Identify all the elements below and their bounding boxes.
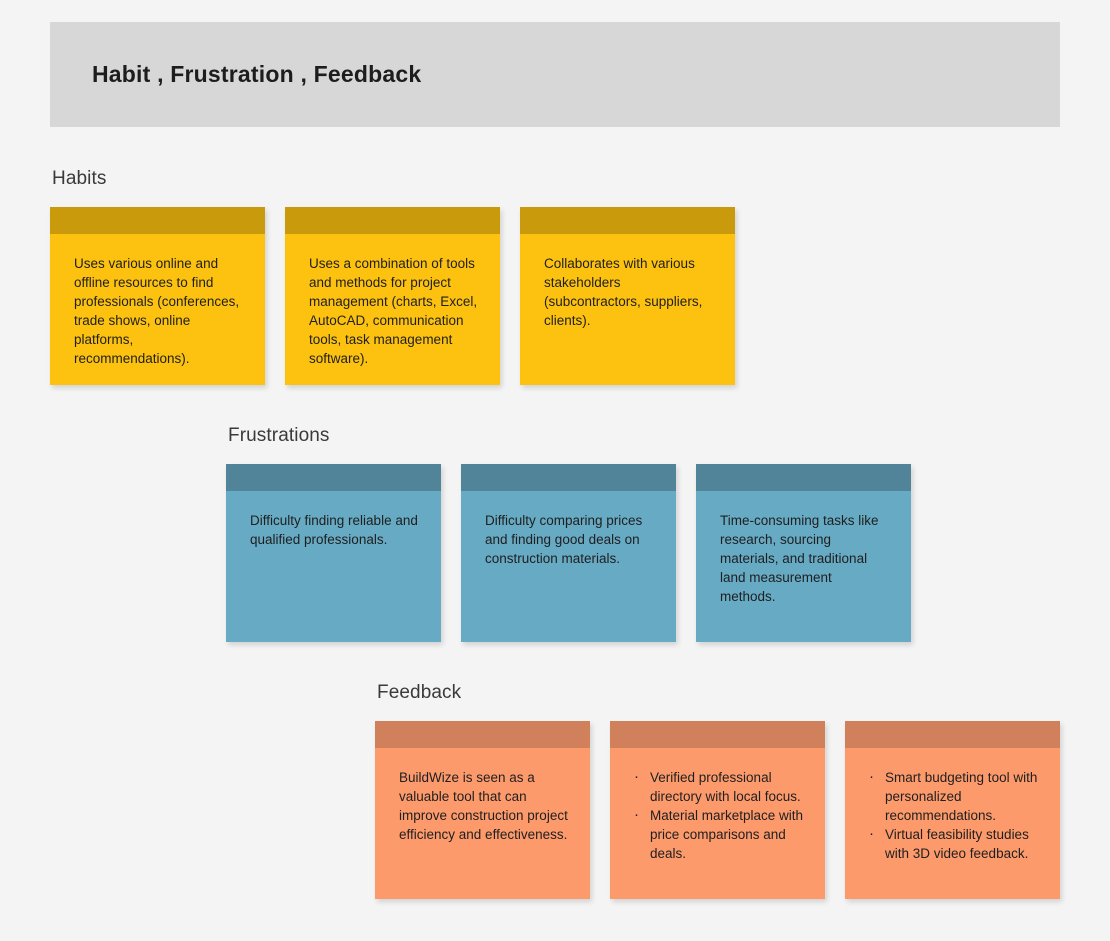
card-row-habits: Uses various online and offline resource… xyxy=(50,207,735,385)
bullet-item: Virtual feasibility studies with 3D vide… xyxy=(869,824,1040,863)
card-strip xyxy=(226,464,441,491)
page-title: Habit , Frustration , Feedback xyxy=(92,61,422,87)
card-strip xyxy=(520,207,735,234)
card-body: Difficulty comparing prices and finding … xyxy=(461,491,676,642)
section-frustrations: Frustrations Difficulty finding reliable… xyxy=(226,425,911,642)
card-row-frustrations: Difficulty finding reliable and qualifie… xyxy=(226,464,911,642)
card-text: Uses a combination of tools and methods … xyxy=(309,256,478,366)
header-banner: Habit , Frustration , Feedback xyxy=(50,22,1060,127)
card-strip xyxy=(461,464,676,491)
card-text: Uses various online and offline resource… xyxy=(74,256,240,366)
card-body: Time-consuming tasks like research, sour… xyxy=(696,491,911,642)
card-body: Uses various online and offline resource… xyxy=(50,234,265,385)
card-body: Uses a combination of tools and methods … xyxy=(285,234,500,385)
habit-card[interactable]: Collaborates with various stakeholders (… xyxy=(520,207,735,385)
bullet-item: Smart budgeting tool with personalized r… xyxy=(869,767,1040,825)
feedback-card[interactable]: BuildWize is seen as a valuable tool tha… xyxy=(375,721,590,899)
frustration-card[interactable]: Difficulty comparing prices and finding … xyxy=(461,464,676,642)
feedback-card[interactable]: Smart budgeting tool with personalized r… xyxy=(845,721,1060,899)
card-strip xyxy=(285,207,500,234)
card-bullet-list: Verified professional directory with loc… xyxy=(634,767,805,863)
card-body: Difficulty finding reliable and qualifie… xyxy=(226,491,441,642)
card-strip xyxy=(845,721,1060,748)
card-strip xyxy=(375,721,590,748)
card-body: Smart budgeting tool with personalized r… xyxy=(845,748,1060,899)
habit-card[interactable]: Uses a combination of tools and methods … xyxy=(285,207,500,385)
card-strip xyxy=(696,464,911,491)
section-label-frustrations: Frustrations xyxy=(228,425,330,446)
card-text: Time-consuming tasks like research, sour… xyxy=(720,513,879,604)
card-strip xyxy=(50,207,265,234)
card-body: Collaborates with various stakeholders (… xyxy=(520,234,735,385)
card-body: BuildWize is seen as a valuable tool tha… xyxy=(375,748,590,899)
habit-card[interactable]: Uses various online and offline resource… xyxy=(50,207,265,385)
card-bullet-list: Smart budgeting tool with personalized r… xyxy=(869,767,1040,863)
card-text: Collaborates with various stakeholders (… xyxy=(544,256,703,328)
section-label-feedback: Feedback xyxy=(377,682,462,703)
card-strip xyxy=(610,721,825,748)
section-label-habits: Habits xyxy=(52,168,107,189)
card-text: BuildWize is seen as a valuable tool tha… xyxy=(399,770,568,842)
bullet-item: Material marketplace with price comparis… xyxy=(634,805,805,863)
feedback-card[interactable]: Verified professional directory with loc… xyxy=(610,721,825,899)
frustration-card[interactable]: Difficulty finding reliable and qualifie… xyxy=(226,464,441,642)
card-row-feedback: BuildWize is seen as a valuable tool tha… xyxy=(375,721,1060,899)
card-text: Difficulty finding reliable and qualifie… xyxy=(250,513,418,547)
section-habits: Habits Uses various online and offline r… xyxy=(50,168,735,385)
card-body: Verified professional directory with loc… xyxy=(610,748,825,899)
section-feedback: Feedback BuildWize is seen as a valuable… xyxy=(375,682,1060,899)
bullet-item: Verified professional directory with loc… xyxy=(634,767,805,806)
frustration-card[interactable]: Time-consuming tasks like research, sour… xyxy=(696,464,911,642)
card-text: Difficulty comparing prices and finding … xyxy=(485,513,643,566)
